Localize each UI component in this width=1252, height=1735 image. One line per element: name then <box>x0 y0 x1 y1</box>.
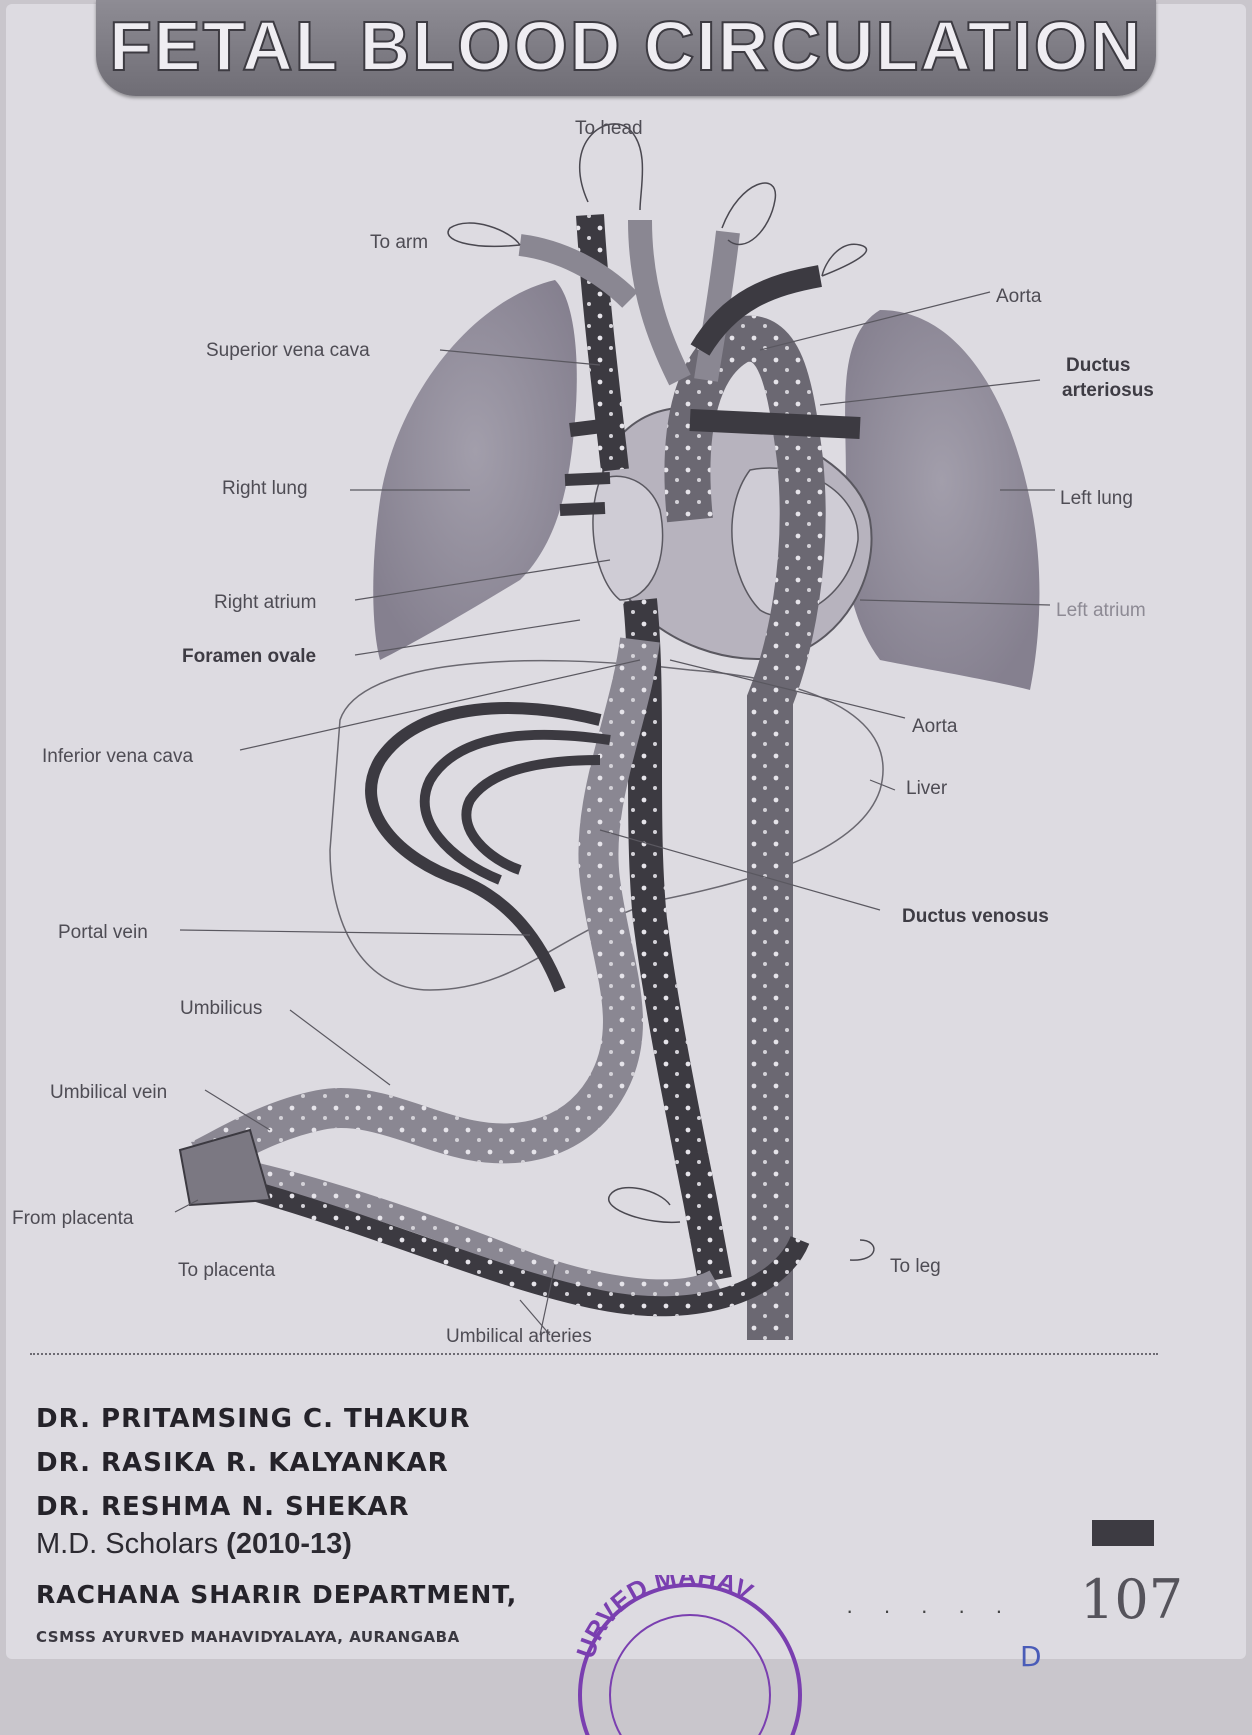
corner-tab <box>1092 1520 1154 1546</box>
label-ductus-venosus: Ductus venosus <box>902 906 1049 928</box>
leg-loop-right <box>850 1240 874 1260</box>
label-portal-vein: Portal vein <box>58 922 148 944</box>
left-lung <box>844 310 1040 690</box>
label-aorta-top: Aorta <box>996 286 1041 308</box>
credit-name-1: DR. PRITAMSING C. THAKUR <box>36 1404 470 1434</box>
label-ductus-arteriosus-1: Ductus <box>1066 355 1130 377</box>
pulmonary-band-3 <box>560 508 605 510</box>
scholars-prefix: M.D. Scholars <box>36 1528 226 1560</box>
label-foramen-ovale: Foramen ovale <box>182 646 316 668</box>
scholars-line: M.D. Scholars (2010-13) <box>36 1528 352 1561</box>
label-to-arm: To arm <box>370 232 428 254</box>
pulmonary-band-2 <box>565 478 610 480</box>
dotted-divider <box>30 1353 1158 1355</box>
page-dots: ····· <box>846 1598 1033 1624</box>
leg-loop-left <box>609 1188 680 1223</box>
label-umbilical-vein: Umbilical vein <box>50 1082 167 1104</box>
credit-name-3: DR. RESHMA N. SHEKAR <box>36 1492 410 1522</box>
pulmonary-band-1 <box>570 425 610 430</box>
scholars-years: (2010-13) <box>226 1528 352 1560</box>
label-umbilical-arteries: Umbilical arteries <box>446 1326 592 1348</box>
label-right-atrium: Right atrium <box>214 592 316 614</box>
page-number: 107 <box>1080 1568 1183 1631</box>
label-liver: Liver <box>906 778 947 800</box>
arm-loop-left <box>448 223 520 246</box>
right-lung <box>373 280 577 660</box>
label-aorta-mid: Aorta <box>912 716 957 738</box>
college-line: CSMSS AYURVED MAHAVIDYALAYA, AURANGABA <box>36 1628 460 1646</box>
pulmonary-vessel <box>690 420 860 428</box>
label-to-head: To head <box>575 118 643 140</box>
label-left-atrium: Left atrium <box>1056 600 1146 622</box>
label-superior-vena-cava: Superior vena cava <box>206 340 370 362</box>
college-stamp: URVED MAHAV <box>560 1575 820 1735</box>
label-inferior-vena-cava: Inferior vena cava <box>42 746 193 768</box>
head-vessel-left <box>640 220 680 380</box>
label-ductus-arteriosus-2: arteriosus <box>1062 380 1154 402</box>
label-from-placenta: From placenta <box>12 1208 133 1230</box>
handwritten-initial: D <box>1020 1640 1042 1673</box>
label-to-placenta: To placenta <box>178 1260 275 1282</box>
label-right-lung: Right lung <box>222 478 308 500</box>
department-line: RACHANA SHARIR DEPARTMENT, <box>36 1580 517 1609</box>
credit-name-2: DR. RASIKA R. KALYANKAR <box>36 1448 449 1478</box>
arm-loop-right <box>822 244 866 276</box>
label-to-leg: To leg <box>890 1256 941 1278</box>
label-left-lung: Left lung <box>1060 488 1133 510</box>
label-umbilicus: Umbilicus <box>180 998 262 1020</box>
